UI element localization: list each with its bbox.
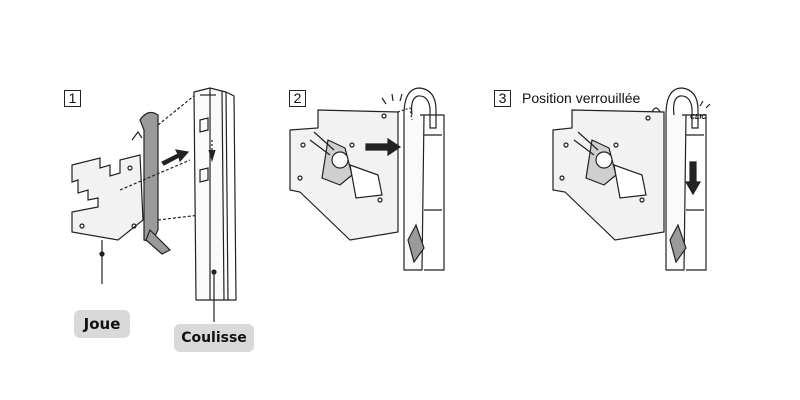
clic-label: CLIC [690,114,707,121]
step-3-title: Position verrouillée [522,90,641,106]
step-1-number: 1 [64,90,81,107]
step-1-arrow [161,149,190,166]
joue-callout: Joue [74,310,130,338]
step-2-arrow [365,137,402,157]
coulisse-callout: Coulisse [174,324,254,352]
step-1-illustration [71,87,237,322]
step-3-illustration [552,87,711,271]
step-2-rail [403,114,425,271]
step-3-number: 3 [494,90,511,107]
step-2-illustration [289,87,445,271]
step-3-rail [665,114,687,271]
step-2-number: 2 [289,90,306,107]
coulisse-rail [193,87,229,301]
joue-plate [71,154,144,241]
step-3-arrow [684,161,702,196]
